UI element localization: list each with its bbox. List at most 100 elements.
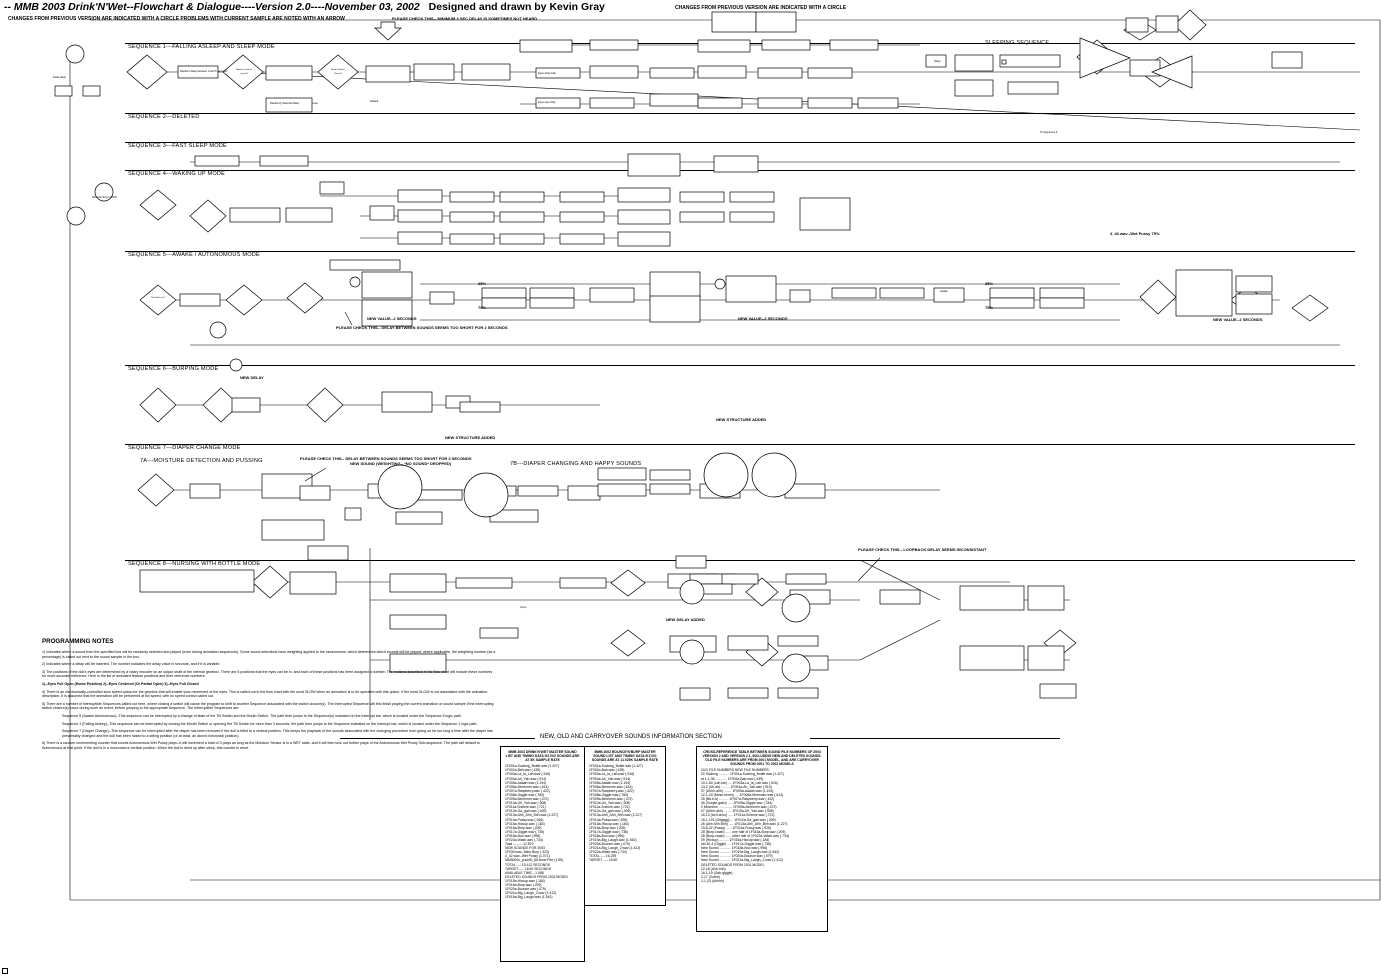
list-item: 09 (Hiccup) .......... 1F015a-Hiccup.wav… xyxy=(701,837,770,842)
table-items: 1F001a-Sucking_Bottle.wav (1.427)1F002a-… xyxy=(505,764,580,899)
list-item: 1F015a-Hiccup.wav (.184) xyxy=(589,821,629,826)
list-item: 1F001a-Sucking_Bottle.wav (1.427) xyxy=(589,764,643,769)
list-item: 1F012a-Ga_gah.wav (.309) xyxy=(589,809,631,814)
section-divider xyxy=(125,251,1355,252)
list-item: 1F020a-Bounce.wav (.079) xyxy=(589,842,630,847)
annotation: NEW STRUCTURE ADDED xyxy=(716,417,767,422)
problem-label: PLEASE CHECK THIS-- MINIMUM 3 SEC DELAY … xyxy=(392,16,538,21)
list-item: 1F012a-Ga_gah.wav (.309) xyxy=(505,809,547,814)
section-divider xyxy=(125,560,1355,561)
section-title-1: SEQUENCE 1---FALLING ASLEEP AND SLEEP MO… xyxy=(128,44,275,50)
list-item: 1F016a-Burp.wav (.209) xyxy=(505,825,542,830)
annotation: NEW VALUE--2 SECONDS xyxy=(367,316,417,321)
flow-label: To Sequence 3 xyxy=(1040,131,1058,134)
list-item: 28 (Burp-crash) ...... other half of 1F0… xyxy=(701,833,789,838)
section-title-7a: 7A---MOISTURE DETECTION AND PUSSING xyxy=(140,458,263,464)
list-item: NEW SOUNDS FOR 2003 xyxy=(505,846,545,851)
list-item: 1F010a-Uh_Yah.wav (.908) xyxy=(505,801,547,806)
list-item: 1F008a-Giggle.wav (.784) xyxy=(589,792,629,797)
flow-label: Random delay between 2 and 5 seconds xyxy=(180,70,228,73)
list-item: 1F001a-Sucking_Bottle.wav (1.427) xyxy=(505,764,559,769)
sound-list-table-2002: MMB 2002 BOUNCE'N'BURP MASTER SOUND LIST… xyxy=(584,746,666,906)
list-item: DELETED SOUNDS FROM 2002 MODEL xyxy=(505,874,569,879)
section-title-6: SEQUENCE 6---BURPING MODE xyxy=(128,366,219,372)
annotation: NEW DELAY xyxy=(240,375,264,380)
header-top-note: CHANGES FROM PREVIOUS VERSION ARE INDICA… xyxy=(675,5,847,11)
arrow-icon xyxy=(304,21,881,582)
change-circles xyxy=(209,276,811,683)
list-item: 1F014a-Pussy.wav (.926) xyxy=(505,817,544,822)
table-title: CROSS-REFERENCE TABLE BETWEEN SOUND FILE… xyxy=(702,750,822,767)
note-item: 6) There is a random incrementing counte… xyxy=(42,741,480,750)
table-items: 1F001a-Sucking_Bottle.wav (1.427)1F002a-… xyxy=(589,764,661,862)
flow-label: Tilt Switch set? xyxy=(150,297,166,299)
list-item: 1F015a-Hiccup.wav (.184) xyxy=(505,878,545,883)
list-item: 26 (Ahh Ahh Bhh) ..... 1F013a-Ahh_Ahh_Bh… xyxy=(701,821,788,826)
list-item: 1F015a-Hiccup.wav (.184) xyxy=(505,821,545,826)
list-item: 1F014a-Pussy.wav (.926) xyxy=(589,817,628,822)
flow-label: Eyes open fully xyxy=(538,101,556,104)
title-text: -- MMB 2003 Drink'N'Wet--Flowchart & Dia… xyxy=(4,1,420,13)
list-item: 12-18 (Ahh-hhh) xyxy=(701,866,726,871)
list-item: 1F003a-La_la_Lah.wav (.516) xyxy=(589,772,635,777)
note-item: 1) Indicates where a sound from the spec… xyxy=(42,650,496,659)
list-item: New Sound ............ 1F019a-Big_Laugh.… xyxy=(701,850,780,855)
section-title-4: SEQUENCE 4---WAKING UP MODE xyxy=(128,171,226,177)
note-item: 3) The positions of the doll's eyes are … xyxy=(42,669,493,679)
list-item: 1F003a-La_la_Lah.wav (.516) xyxy=(505,772,551,777)
flow-label: Awake xyxy=(940,290,948,293)
table-title: MMB 2003 DRINK'N'WET MASTER SOUND LIST A… xyxy=(505,750,580,763)
list-item: 1F022a-Wash.wav (.734) xyxy=(505,837,543,842)
annotation: NEW DELAY ADDED xyxy=(666,617,705,622)
list-item: TOTAL ---- 15.412 SECONDS xyxy=(505,862,550,867)
list-item: MM3000s_puckSt_Alt.Alow Pee (1.55) xyxy=(505,858,564,863)
problem-label: PLEASE CHECK THIS-- DELAY BETWEEN SOUNDS… xyxy=(300,456,472,461)
table-title: MMB 2002 BOUNCE'N'BURP MASTER SOUND LIST… xyxy=(591,750,659,763)
list-item: 16-1-19 (Gah-giggle) xyxy=(701,870,733,875)
section-title-5: SEQUENCE 5---AWAKE / AUTONOMOUS MODE xyxy=(128,252,260,258)
list-item: 07 (Uhhh-ahh) ........ 1F005a-Aaaah.wav … xyxy=(701,788,774,793)
annotation: NEW STRUCTURE ADDED xyxy=(445,435,496,440)
list-item: 4_42.wav--Wet Pussy (1.071) xyxy=(505,854,550,859)
list-item: 12-1-24 (Mmm-mmm) .... 1F006a-Mmmmm.wav … xyxy=(701,792,784,797)
list-item: 19-8-32 (Pussy) ...... 1F014a-Pussy.wav … xyxy=(701,825,772,830)
flow-label: Randomly Selected delay xyxy=(270,102,300,105)
corner-marker xyxy=(2,968,8,974)
list-item: 1F016a-Burp.wav (.209) xyxy=(589,825,626,830)
list-item: AVAILABLE TIME---1.088 xyxy=(505,870,544,875)
list-item: 06 (Gurgle-gash) ..... 1F008a-Giggle.wav… xyxy=(701,801,773,806)
annotation: NEW VALUE--2 SECONDS xyxy=(738,316,788,321)
section-divider xyxy=(125,444,1355,445)
list-item: 02 Sucking ........... 1F001a-Sucking_Bo… xyxy=(701,772,784,777)
list-item: TARGET ---- 16.50 SECONDS xyxy=(505,866,552,871)
list-item: 1F007a-Raspberry.wav (.422) xyxy=(505,788,550,793)
section-divider xyxy=(125,365,1355,366)
list-item: 1F005a-Aaaah.wav (1.194) xyxy=(505,780,547,785)
list-item: 1F007a-Raspberry.wav (.422) xyxy=(589,788,634,793)
list-item: 1F006a-Mmmmm.wav (.614) xyxy=(505,784,549,789)
flow-label: Jump xyxy=(520,606,527,609)
list-item: 16-13 (Ach-choo) ..... 1F011a-Sneeze.wav… xyxy=(701,813,775,818)
process-boxes xyxy=(54,11,1303,701)
note-item: Sequence 1 (Falling Asleep)--This sequen… xyxy=(62,721,478,726)
carryover-heading: NEW, OLD AND CARRYOVER SOUNDS INFORMATIO… xyxy=(540,734,722,740)
list-item: 10-1-84 (Lah lah) .... 1F003a-La_la_Lah.… xyxy=(701,780,778,785)
list-item: 28 (Burp-crash) ...... one half of 1F016… xyxy=(701,829,786,834)
list-item: 1F013a-Ahh_Ahh_Bhh.wav (1.227) xyxy=(589,813,643,818)
list-item: 1F002a-Bah.wav (.439) xyxy=(589,768,625,773)
flow-label: Default xyxy=(370,100,379,103)
list-item: 1F006a-Mmmmm.wav (.614) xyxy=(589,784,633,789)
list-item: 1F020a-Bounce.wav (.079) xyxy=(505,887,546,892)
problem-label: PLEASE CHECK THIS-- DELAY BETWEEN SOUNDS… xyxy=(336,325,508,330)
list-item: 1F021a-Big_Laugh_2.wav (1.412) xyxy=(505,891,557,896)
list-item: 1F008a-Giggle.wav (.784) xyxy=(505,792,545,797)
list-item: Total -------- 12.519 xyxy=(505,842,534,847)
flow-label: Loop xyxy=(312,102,318,105)
list-item: 07 (Uhhh-ahh) ........ 1F010a-Uh_Yah.wav… xyxy=(701,809,774,814)
flow-label: Eyes close fully xyxy=(538,72,556,75)
list-item: at 1-1-38 ............ 1F002a-Bah.wav (.… xyxy=(701,776,764,781)
list-item: 1F018a-Boo.wav (.996) xyxy=(589,833,625,838)
annotation: 4_42.wav--Wet Pussy 75% xyxy=(1110,231,1160,236)
